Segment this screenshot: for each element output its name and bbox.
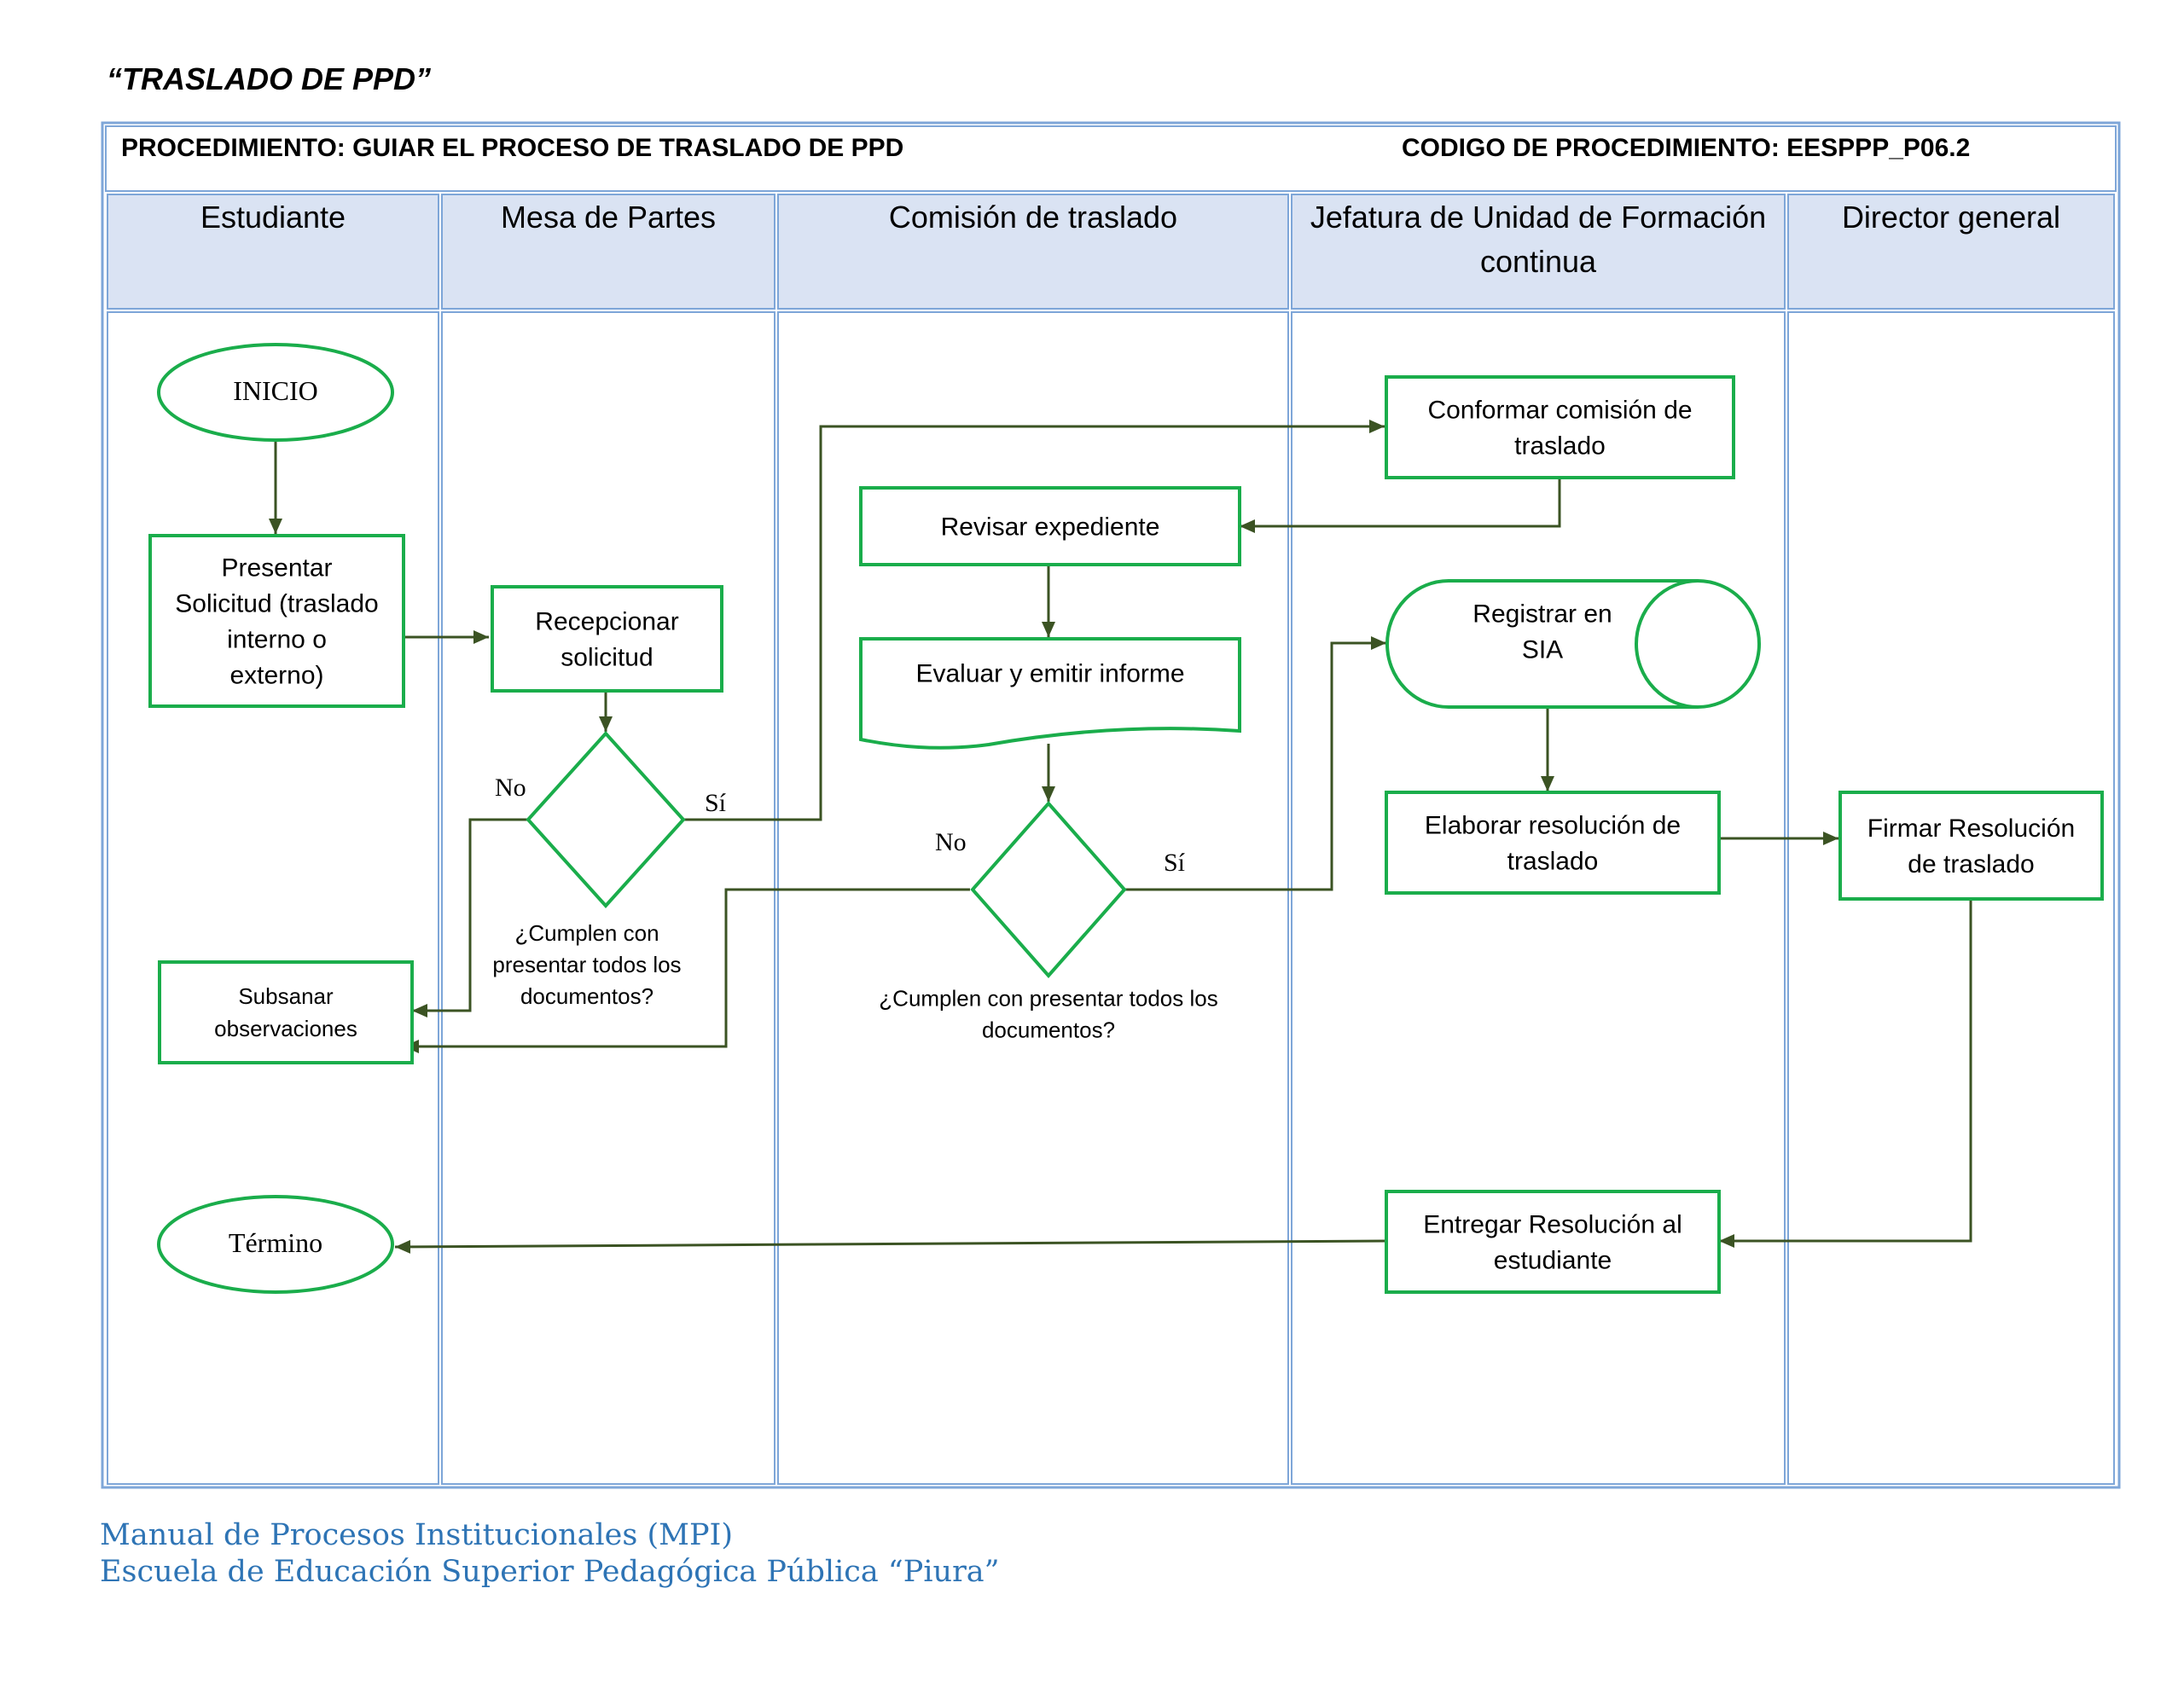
storage-cap bbox=[1635, 579, 1699, 709]
node-termino: Término bbox=[157, 1195, 394, 1294]
lane-title: Comisión de traslado bbox=[889, 200, 1177, 235]
process-box bbox=[1385, 791, 1721, 895]
process-box bbox=[158, 960, 414, 1064]
node-label: Evaluar y emitir informe bbox=[915, 660, 1184, 688]
node-revisar: Revisar expediente bbox=[859, 486, 1241, 566]
lane-estudiante: Estudiante bbox=[107, 194, 439, 1485]
edge-decision2-no-subsanar bbox=[404, 888, 970, 1053]
node-evaluar: Evaluar y emitir informe bbox=[859, 637, 1241, 750]
decision2-yes-label: Sí bbox=[1164, 849, 1186, 877]
document-title: “TRASLADO DE PPD” bbox=[107, 61, 432, 96]
decision-diamond bbox=[970, 800, 1127, 979]
lane-title: Mesa de Partes bbox=[501, 200, 716, 235]
lane-header-cell bbox=[1787, 194, 2115, 310]
node-inicio: INICIO bbox=[157, 343, 394, 442]
lane-header-cell bbox=[777, 194, 1289, 310]
table-frame bbox=[101, 121, 2121, 1489]
procedure-title: PROCEDIMIENTO: GUIAR EL PROCESO DE TRASL… bbox=[121, 134, 903, 162]
process-box bbox=[859, 486, 1241, 566]
connectors bbox=[269, 420, 1972, 1254]
edge-conformar-revisar bbox=[1240, 478, 1561, 533]
lane-title: Director general bbox=[1842, 200, 2060, 235]
process-box bbox=[1838, 791, 2104, 901]
footer-manual-title: Manual de Procesos Institucionales (MPI) bbox=[100, 1518, 733, 1552]
process-box bbox=[1385, 375, 1735, 479]
decision2-no-label: No bbox=[935, 828, 967, 856]
lane-body bbox=[107, 311, 439, 1485]
swimlane-table: PROCEDIMIENTO: GUIAR EL PROCESO DE TRASL… bbox=[101, 121, 2121, 1489]
edge-firmar-entregar bbox=[1719, 899, 1972, 1248]
lane-header-cell bbox=[107, 194, 439, 310]
node-label: Término bbox=[229, 1227, 322, 1258]
procedure-code: CODIGO DE PROCEDIMIENTO: EESPPP_P06.2 bbox=[1402, 134, 1970, 162]
document-shape bbox=[859, 637, 1241, 750]
edge-entregar-termino bbox=[394, 1239, 1387, 1254]
lane-header-cell bbox=[441, 194, 775, 310]
decision1-no-label: No bbox=[495, 774, 526, 802]
lane-body bbox=[1291, 311, 1786, 1485]
node-label: Revisar expediente bbox=[941, 513, 1160, 542]
process-box bbox=[491, 585, 723, 693]
lane-title: Estudiante bbox=[200, 200, 346, 235]
footer-school-name: Escuela de Educación Superior Pedagógica… bbox=[100, 1555, 1000, 1589]
lane-header-cell bbox=[1291, 194, 1786, 310]
terminator-shape bbox=[157, 343, 394, 442]
decision-diamond bbox=[526, 731, 686, 908]
node-label: INICIO bbox=[233, 375, 318, 406]
terminator-shape bbox=[157, 1195, 394, 1294]
edge-decision1-yes-conformar bbox=[684, 420, 1385, 821]
process-box bbox=[148, 534, 405, 708]
edge-decision1-no-subsanar bbox=[412, 818, 529, 1017]
process-box bbox=[1385, 1190, 1721, 1294]
edge-decision2-yes-registrar bbox=[1124, 636, 1386, 891]
procedure-header-row bbox=[105, 125, 2117, 192]
decision1-yes-label: Sí bbox=[705, 789, 727, 817]
